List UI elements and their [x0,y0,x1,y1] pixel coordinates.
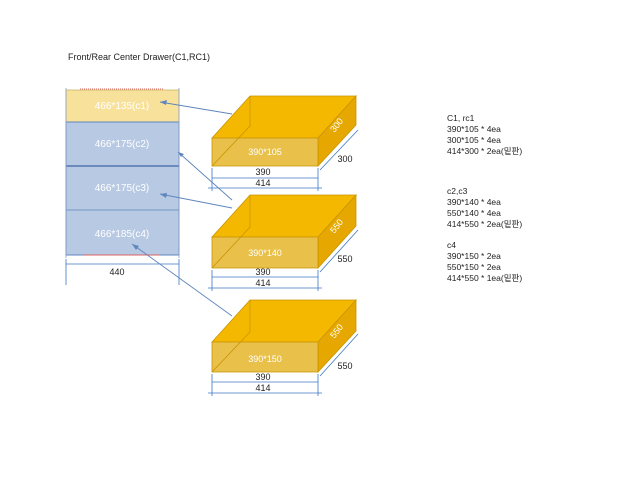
drawer-label-c4: 466*185(c4) [95,229,149,240]
notes-line: 390*105 * 4ea [447,124,501,134]
arrowhead [178,152,184,157]
connector-arrow [159,101,233,115]
arrowhead [132,244,139,250]
box-inner-width-label: 390 [255,267,270,277]
box-depth-label: 300 [337,154,352,164]
depth-dimension-line [319,229,359,273]
arrowhead [160,193,167,198]
drawer-label-c3: 466*175(c3) [95,183,149,194]
box-face-label: 390*140 [248,248,282,258]
drawer-box-c4: 390*150 550 550 390 414 [208,298,359,396]
box-outer-width-label: 414 [255,178,270,188]
drawer-label-c2: 466*175(c2) [95,139,149,150]
box-face-label: 390*105 [248,147,282,157]
box-front-face [211,236,319,269]
notes-heading: C1, rc1 [447,113,475,123]
arrowheads [132,100,184,250]
notes-group-c4: c4 390*150 * 2ea 550*150 * 2ea 414*550 *… [447,240,522,284]
connector-arrows [131,101,233,317]
box-front-face [211,137,319,167]
notes-line: 550*150 * 2ea [447,262,501,272]
notes-line: 414*550 * 2ea(밑판) [447,219,523,229]
depth-dimension-line [319,333,359,377]
connector-arrow [131,243,233,317]
drawer-box-c2-c3: 390*140 550 550 390 414 [208,193,359,291]
drawer-box-c1: 390*105 300 300 390 414 [208,94,359,191]
notes-group-c1: C1, rc1 390*105 * 4ea 300*105 * 4ea 414*… [447,113,522,157]
connector-arrow [177,151,233,201]
notes-heading: c4 [447,240,456,250]
notes-line: 300*105 * 4ea [447,135,501,145]
arrowhead [160,100,167,105]
box-depth-label: 550 [337,361,352,371]
notes-line: 390*140 * 4ea [447,197,501,207]
diagram-title: Front/Rear Center Drawer(C1,RC1) [68,52,211,62]
cabinet-front-view: 466*135(c1) 466*175(c2) 466*175(c3) 466*… [65,88,180,285]
hidden-edge [211,226,251,269]
box-inner-width-label: 390 [255,167,270,177]
box-front-face [211,341,319,373]
notes-heading: c2,c3 [447,186,468,196]
drawer-label-c1: 466*135(c1) [95,101,149,112]
notes-line: 390*150 * 2ea [447,251,501,261]
box-outer-width-label: 414 [255,278,270,288]
box-depth-label: 550 [337,254,352,264]
box-inner-width-label: 390 [255,372,270,382]
notes-line: 414*300 * 2ea(밑판) [447,146,523,156]
depth-dimension-line [319,129,359,171]
hidden-edge [211,125,251,167]
notes-line: 414*550 * 1ea(밑판) [447,273,523,283]
box-face-label: 390*150 [248,354,282,364]
notes-line: 550*140 * 4ea [447,208,501,218]
cabinet-body [65,121,180,256]
connector-arrow [159,193,233,209]
box-outer-width-label: 414 [255,383,270,393]
cabinet-width-label: 440 [109,267,124,277]
hidden-edge [211,331,251,373]
notes-group-c2-c3: c2,c3 390*140 * 4ea 550*140 * 4ea 414*55… [447,186,522,230]
